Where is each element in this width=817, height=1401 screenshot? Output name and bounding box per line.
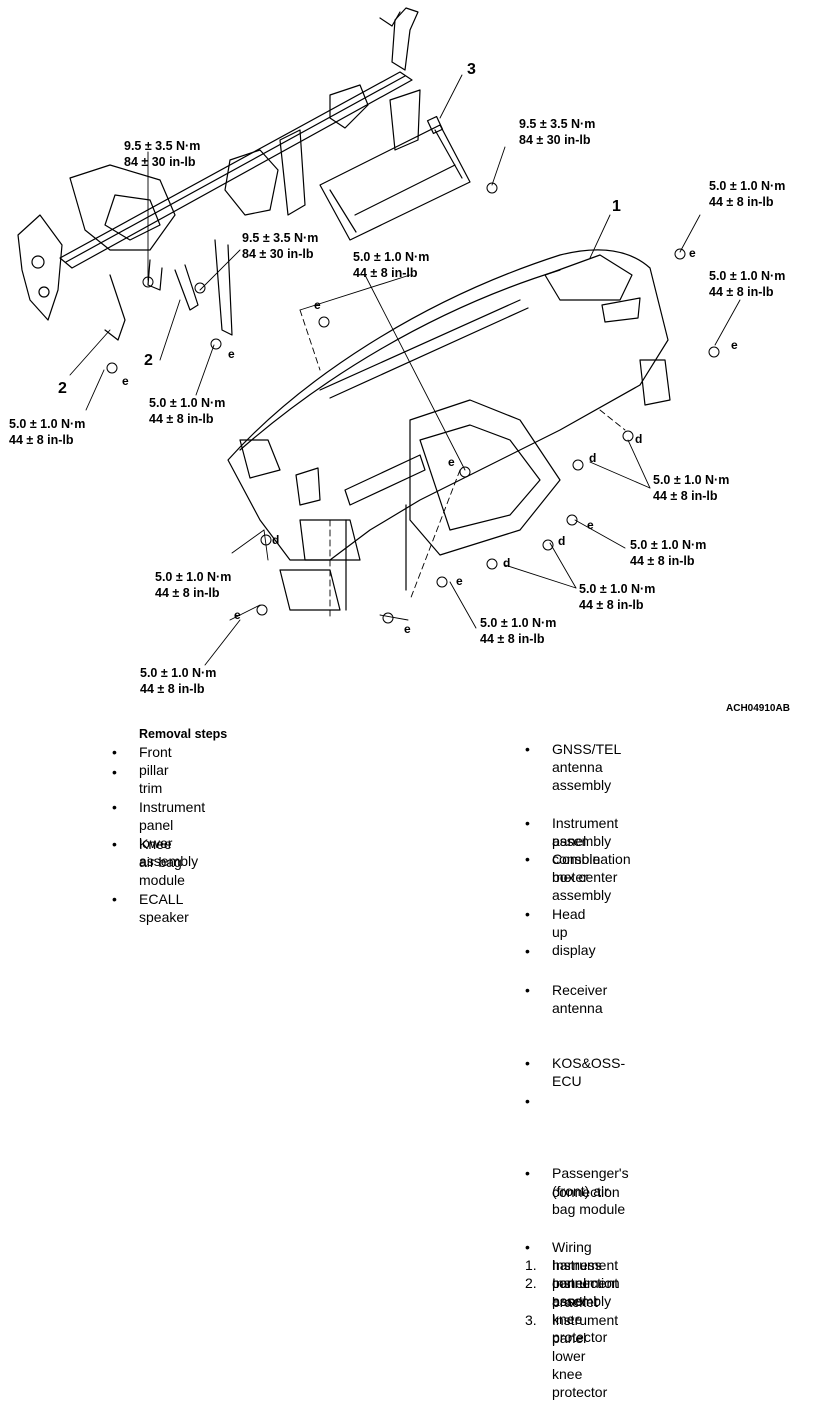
fastener-code-e: e (587, 518, 594, 532)
fastener-code-e: e (234, 608, 241, 622)
fastener-code-d: d (503, 556, 511, 570)
leader-lines (69, 74, 741, 666)
fastener-code-d: d (558, 534, 566, 548)
fastener-code-e: e (448, 455, 455, 469)
fastener-code-e: e (689, 246, 696, 260)
callout-3: 3 (467, 61, 476, 78)
instrument-panel-exploded-diagram: 1 2 2 3 e e e e e e e e e e d d d d d 9.… (9, 7, 790, 714)
fastener-code-e: e (122, 374, 129, 388)
fastener-code-e: e (314, 298, 321, 312)
fastener-code-e: e (456, 574, 463, 588)
fastener-code-e: d (272, 533, 280, 547)
fastener-code-d: d (635, 432, 643, 446)
figure-code: ACH04910AB (726, 703, 790, 714)
callout-2: 2 (58, 380, 67, 397)
bolts (106, 182, 720, 624)
removal-steps-title: Removal steps (139, 727, 228, 741)
lower-knee-protector (319, 115, 471, 241)
fastener-code-e: e (731, 338, 738, 352)
steering-support-member (17, 7, 421, 341)
fastener-code-e: e (228, 347, 235, 361)
callout-2: 2 (144, 352, 153, 369)
instrument-panel (227, 249, 671, 611)
diagram-artwork (17, 7, 741, 666)
fastener-code-e: e (404, 622, 411, 636)
callout-1: 1 (612, 198, 621, 215)
fastener-code-d: d (589, 451, 597, 465)
